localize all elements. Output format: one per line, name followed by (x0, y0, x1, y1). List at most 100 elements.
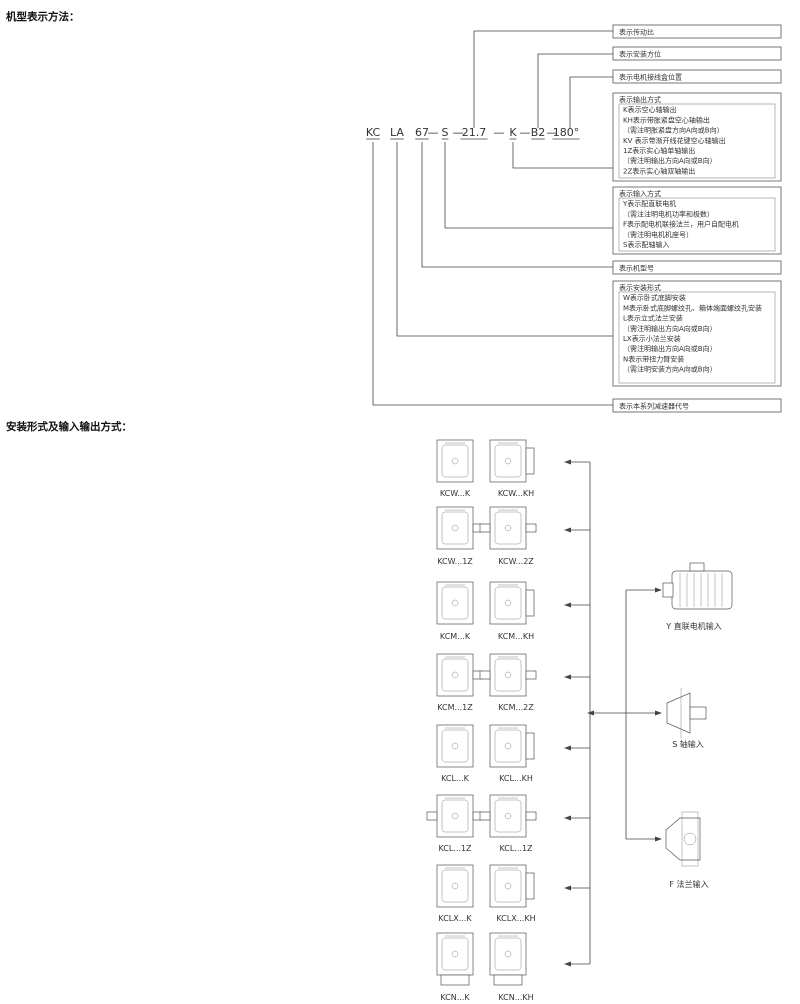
flange-plate (681, 811, 699, 867)
reducer-cover (494, 658, 522, 692)
reducer-housing (489, 581, 527, 625)
shrink-disc (525, 872, 535, 900)
arrow-head (564, 527, 571, 533)
arrow-head (564, 602, 571, 608)
reducer-drawing (489, 724, 535, 768)
code-part: 67 (415, 126, 429, 139)
leader-line (444, 142, 613, 229)
reducer-housing (436, 864, 474, 908)
explanation-inner-box (618, 103, 776, 179)
motor-input-drawing (662, 562, 733, 610)
reducer-drawing (479, 506, 537, 550)
explanation-line: （需注明输出方向A向或B向） (623, 156, 717, 165)
shrink-disc (525, 447, 535, 475)
explanation-line: 1Z表示实心轴单轴输出 (623, 146, 695, 155)
leader-line (569, 76, 613, 128)
mounting-label: KCW...KH (498, 489, 534, 498)
reducer-bore (504, 882, 512, 890)
mounting-label: KCL...1Z (499, 844, 533, 853)
mounting-label: KCM...1Z (437, 703, 473, 712)
arrow-head (564, 459, 571, 465)
reducer-cover (494, 511, 522, 545)
reducer-housing (436, 581, 474, 625)
reducer-bore (451, 599, 459, 607)
reducer-bore (451, 524, 459, 532)
output-shaft (479, 670, 491, 680)
torque-arm (493, 974, 523, 986)
explanation-title: 表示机型号 (619, 264, 654, 273)
motor-terminal-box (689, 562, 705, 572)
flange-housing (665, 817, 701, 861)
reducer-drawing (489, 932, 527, 986)
code-part: 180° (553, 126, 580, 139)
explanation-line: （需注明输出方向A向或B向） (623, 324, 717, 333)
explanation-title: 表示输出方式 (619, 95, 661, 104)
output-shaft (479, 523, 491, 533)
reducer-cover (494, 799, 522, 833)
explanation-title: 表示安装方位 (619, 50, 661, 59)
reducer-cover (494, 444, 522, 478)
explanation-line: LX表示小法兰安装 (623, 334, 681, 343)
reducer-drawing (436, 439, 474, 483)
leader-line (372, 142, 613, 406)
reducer-cover (441, 799, 469, 833)
mounting-label: KCN...KH (498, 993, 533, 1002)
input-label: F 法兰输入 (669, 879, 708, 889)
reducer-drawing (436, 724, 474, 768)
shaft-housing (666, 692, 691, 734)
reducer-bore (451, 671, 459, 679)
code-part: B2 (531, 126, 546, 139)
reducer-drawing (436, 653, 484, 697)
reducer-drawing (436, 864, 474, 908)
leader-line (473, 30, 613, 128)
reducer-drawing (426, 794, 484, 838)
reducer-bore (504, 457, 512, 465)
mounting-label: KCM...2Z (498, 703, 534, 712)
motor-body (671, 570, 733, 610)
explanation-title: 表示输入方式 (619, 189, 661, 198)
output-shaft (479, 811, 491, 821)
reducer-housing (436, 653, 474, 697)
explanation-line: L表示立式法兰安装 (623, 314, 683, 323)
explanation-box (612, 46, 782, 61)
model-notation-heading: 机型表示方法： (6, 11, 80, 23)
output-shaft (525, 523, 537, 533)
leader-line (537, 53, 613, 128)
mounting-label: KCLX...K (438, 914, 472, 923)
reducer-housing (489, 724, 527, 768)
shaft-input-drawing (666, 688, 707, 738)
explanation-line: （需注注明电机功率和极数） (623, 209, 714, 218)
explanation-box (612, 92, 782, 182)
reducer-housing (489, 794, 527, 838)
explanation-line: （需注明输出方向A向或B向） (623, 344, 717, 353)
output-shaft (525, 811, 537, 821)
reducer-drawing (489, 581, 535, 625)
reducer-cover (441, 586, 469, 620)
arrow-head (655, 587, 662, 593)
explanation-inner-box (618, 197, 776, 252)
reducer-drawing (479, 653, 537, 697)
arrow-head (655, 710, 662, 716)
reducer-cover (441, 658, 469, 692)
code-part: KC (366, 126, 381, 139)
reducer-housing (489, 506, 527, 550)
mounting-label: KCM...K (440, 632, 471, 641)
reducer-cover (441, 444, 469, 478)
explanation-box (612, 260, 782, 275)
reducer-cover (441, 869, 469, 903)
reducer-cover (441, 729, 469, 763)
explanation-line: （需注明胀紧盘方向A向或B向） (623, 126, 724, 135)
reducer-cover (441, 937, 469, 971)
reducer-housing (489, 439, 527, 483)
explanation-line: （需注明电机机座号） (623, 230, 693, 239)
reducer-drawing (436, 932, 474, 986)
code-separator: — (428, 126, 439, 139)
mounting-label: KCW...K (440, 489, 471, 498)
explanation-line: S表示配轴输入 (623, 240, 669, 249)
mounting-io-heading: 安装形式及输入输出方式： (6, 421, 132, 433)
code-separator: — (547, 126, 558, 139)
explanation-box (612, 69, 782, 84)
shrink-disc (525, 732, 535, 760)
